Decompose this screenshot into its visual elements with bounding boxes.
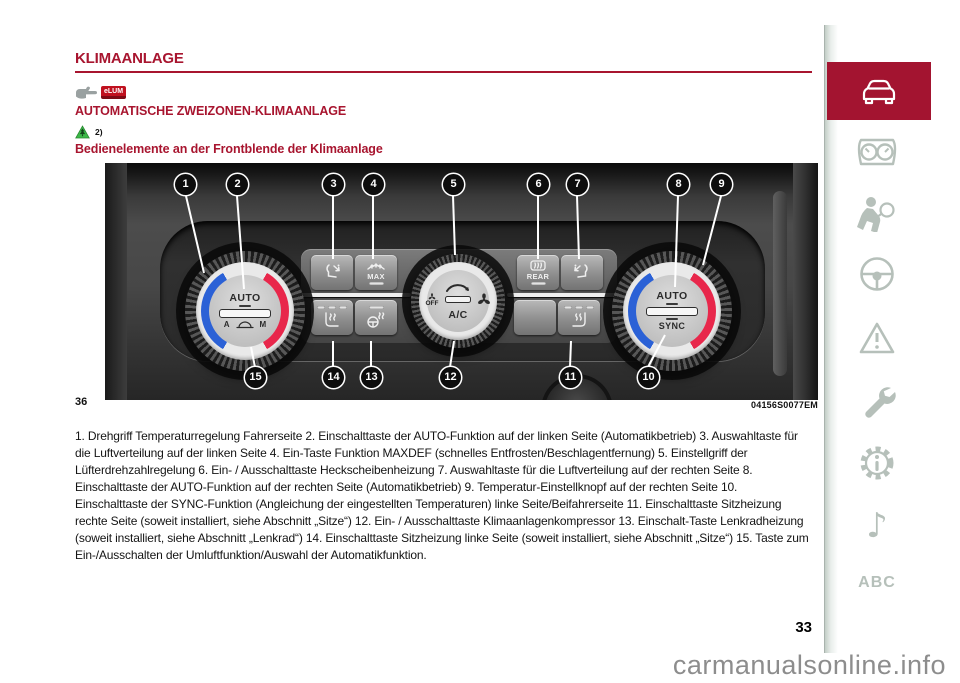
tick [666,318,678,321]
fan-row: OFF [425,292,491,308]
wrench-icon [865,387,896,418]
callout-6: 6 [528,174,549,195]
callout-10: 10 [638,367,659,388]
callout-4: 4 [363,174,384,195]
callout-3: 3 [323,174,344,195]
max-button-label: MAX [367,271,385,281]
elum-badge: eLUM [101,85,127,99]
sidebar-item-multimedia: ♪ [849,509,905,543]
recirculation-row: A M [224,320,266,329]
driver-temp-knob-face: AUTO A M [209,275,281,347]
sidebar-item-steering [849,255,905,293]
dash-right-vent-slit [773,191,787,376]
page-title: KLIMAANLAGE [75,50,812,73]
rear-indicator [530,282,546,286]
abc-index-label: ABC [858,574,896,591]
seat-heating-icon [572,312,586,327]
callout-12: 12 [440,367,461,388]
air-distribution-left-button [311,255,353,290]
figure-number: 36 [75,396,88,408]
callout-2: 2 [227,174,248,195]
callout-9: 9 [711,174,732,195]
display-slot [444,296,471,304]
section-heading: AUTOMATISCHE ZWEIZONEN-KLIMAANLAGE [75,104,347,118]
off-label: OFF [425,299,439,307]
air-distribution-icon [326,263,340,278]
sidebar-tab-vehicle-active [827,62,931,120]
steering-heat-indicator [368,306,384,309]
callout-5: 5 [443,174,464,195]
divider-line-left [301,293,411,297]
dash-left-trim [105,163,127,400]
seat-heat-right-button [558,300,600,335]
dash-right-trim [793,163,818,400]
page-number: 33 [795,619,812,636]
rear-window-icon [530,260,546,271]
auto-label: AUTO [229,291,261,304]
steering-wheel-icon [860,257,894,291]
air-distribution-icon [574,263,588,278]
callout-8: 8 [668,174,689,195]
sidebar-item-instrument-panel [849,136,905,168]
subsection-heading: Bedienelemente an der Frontblende der Kl… [75,142,383,156]
warning-triangle-icon [859,322,895,354]
air-distribution-right-button [561,255,603,290]
tick [666,303,678,306]
defrost-icon [367,263,385,270]
sidebar-item-index: ABC [849,574,905,592]
passenger-temp-knob-face: AUTO SYNC [636,275,708,347]
sidebar-item-safety [849,196,905,232]
fan-speed-arc-icon [446,283,469,292]
figure-climate-panel: MAX REAR [105,163,818,400]
off-group: OFF [425,292,439,308]
seat-heating-icon [325,312,339,327]
seat-heat-indicators [564,306,594,309]
display-slot [219,309,271,319]
display-slot [646,307,698,317]
fan-icon [477,293,490,304]
max-indicator [368,282,384,286]
m-label: M [259,320,267,330]
steering-heat-button [355,300,397,335]
legend-paragraph: 1. Drehgriff Temperaturregelung Fahrerse… [75,429,809,562]
divider-line-right [507,293,617,297]
pointing-hand-icon [76,86,97,99]
car-front-icon [862,79,896,105]
music-note-icon: ♪ [866,506,888,546]
callout-11: 11 [560,367,581,388]
seat-heat-left-button [311,300,353,335]
figure-code: 04156S0077EM [751,400,818,410]
sidebar-item-warnings [849,321,905,355]
steering-heating-icon [367,312,385,328]
auto-label: AUTO [656,289,688,302]
car-recirculation-icon [235,321,254,329]
fan-small-icon [428,292,436,299]
seat-heat-indicators [317,306,347,309]
sidebar-item-technical-info [849,443,905,483]
watermark: carmanualsonline.info [672,650,946,680]
sync-label: SYNC [658,321,686,332]
ac-label: A/C [448,309,468,321]
airbag-person-icon [857,197,895,232]
info-gear-icon [860,446,894,480]
sidebar-item-maintenance [849,382,905,420]
a-label: A [223,320,230,330]
blank-button [514,300,556,335]
fan-speed-knob-face: OFF A/C [425,270,491,332]
callout-14: 14 [323,367,344,388]
rear-defrost-button: REAR [517,255,559,290]
rear-button-label: REAR [526,271,550,281]
callout-13: 13 [361,367,382,388]
elum-reference: eLUM [75,83,127,101]
callout-1: 1 [175,174,196,195]
max-defrost-button: MAX [355,255,397,290]
callout-15: 15 [245,367,266,388]
gauges-icon [857,138,897,166]
eco-triangle-icon [75,125,90,139]
footnote-number: 2) [95,127,103,137]
tick [239,305,251,308]
callout-7: 7 [567,174,588,195]
eco-footnote: 2) [75,124,103,140]
sidebar-edge-strip [824,25,838,653]
